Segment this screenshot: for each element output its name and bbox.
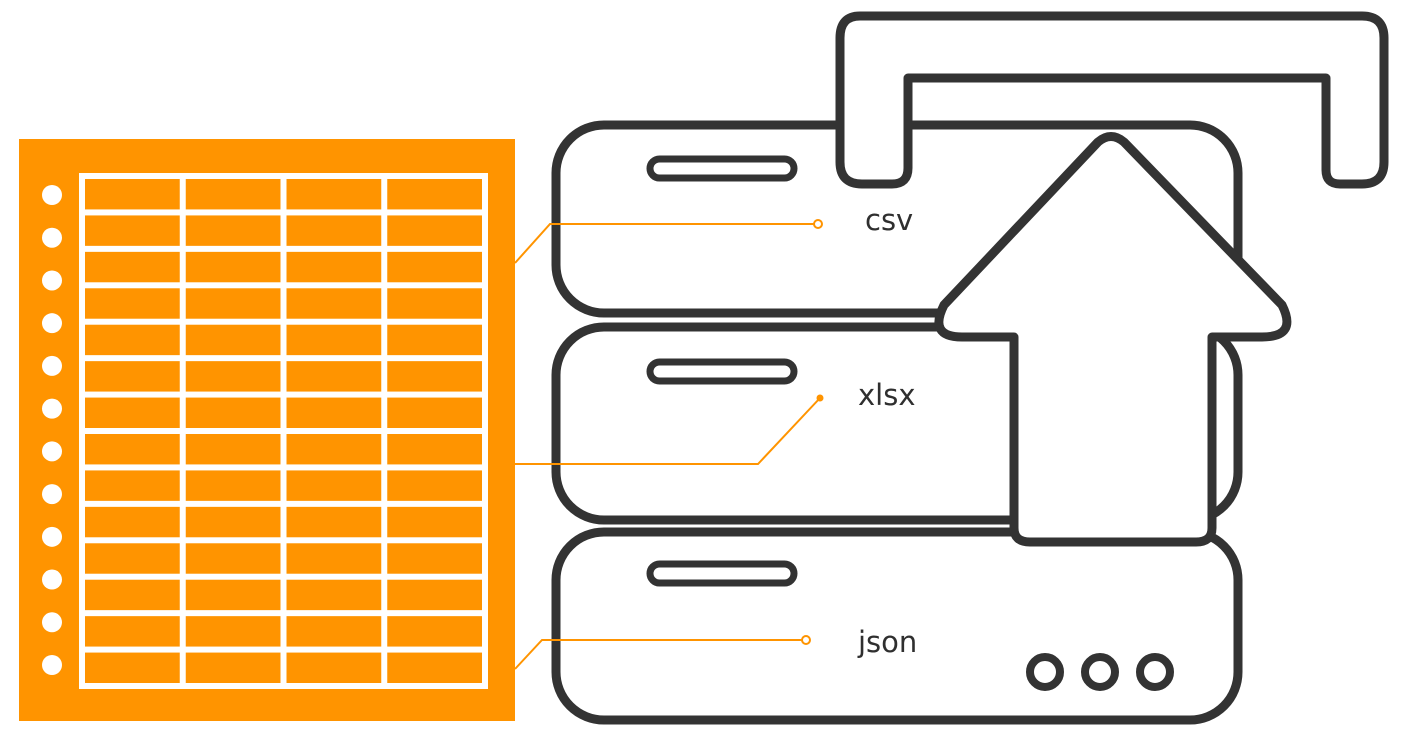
drive-slot-icon bbox=[646, 358, 798, 385]
binding-hole bbox=[42, 484, 62, 505]
spreadsheet-cell bbox=[286, 288, 382, 319]
spreadsheet-cell bbox=[387, 434, 482, 465]
status-light-icon bbox=[1081, 653, 1119, 691]
server-unit-json bbox=[551, 527, 1243, 725]
binding-hole bbox=[42, 185, 62, 205]
spreadsheet-cell bbox=[85, 215, 180, 246]
spreadsheet-cell bbox=[185, 543, 281, 574]
spreadsheet-cell bbox=[185, 179, 281, 210]
status-light-icon bbox=[1026, 653, 1064, 691]
spreadsheet-cell bbox=[387, 179, 482, 210]
spreadsheet-cell bbox=[286, 652, 382, 683]
spreadsheet-cell bbox=[85, 506, 180, 538]
spreadsheet-cell bbox=[387, 288, 482, 319]
format-label-csv: csv bbox=[865, 203, 913, 237]
spreadsheet-cell bbox=[85, 652, 180, 683]
drive-slot-icon bbox=[646, 155, 798, 182]
spreadsheet-cell bbox=[85, 434, 180, 465]
binding-hole bbox=[42, 227, 62, 248]
binding-hole bbox=[42, 355, 62, 376]
binding-hole bbox=[42, 398, 62, 419]
spreadsheet-cell bbox=[387, 251, 482, 283]
spreadsheet-icon bbox=[19, 139, 515, 721]
binding-hole bbox=[42, 270, 62, 291]
spreadsheet-cell bbox=[286, 215, 382, 246]
spreadsheet-cell bbox=[286, 361, 382, 392]
spreadsheet-cell bbox=[185, 288, 281, 319]
spreadsheet-cell bbox=[185, 616, 281, 647]
spreadsheet-cell bbox=[185, 251, 281, 283]
connector-end-dot bbox=[816, 394, 824, 402]
spreadsheet-cell bbox=[387, 470, 482, 501]
binding-holes bbox=[42, 185, 62, 675]
spreadsheet-cell bbox=[286, 470, 382, 501]
spreadsheet-cell bbox=[286, 324, 382, 356]
spreadsheet-cell bbox=[286, 179, 382, 210]
spreadsheet-cell bbox=[85, 397, 180, 428]
spreadsheet-cell bbox=[185, 434, 281, 465]
binding-hole bbox=[42, 441, 62, 462]
spreadsheet-cell bbox=[387, 397, 482, 428]
spreadsheet-cell bbox=[185, 579, 281, 611]
spreadsheet-cell bbox=[185, 324, 281, 356]
upload-arrow-icon bbox=[934, 132, 1292, 547]
spreadsheet-cell bbox=[85, 616, 180, 647]
spreadsheet-cell bbox=[185, 361, 281, 392]
spreadsheet-cell bbox=[185, 215, 281, 246]
spreadsheet-cell bbox=[387, 215, 482, 246]
spreadsheet-cell bbox=[85, 251, 180, 283]
format-label-json: json bbox=[857, 625, 917, 659]
spreadsheet-cell bbox=[286, 397, 382, 428]
binding-hole bbox=[42, 526, 62, 547]
spreadsheet-cell bbox=[85, 361, 180, 392]
spreadsheet-cell bbox=[286, 579, 382, 611]
spreadsheet-cell bbox=[185, 470, 281, 501]
connectors bbox=[514, 219, 824, 670]
connector-csv bbox=[514, 223, 818, 264]
spreadsheet-cell bbox=[85, 288, 180, 319]
spreadsheet-frame bbox=[79, 173, 488, 689]
spreadsheet-cell bbox=[286, 543, 382, 574]
binding-hole bbox=[42, 655, 62, 675]
connector-end-dot bbox=[801, 635, 811, 645]
server-stack bbox=[551, 11, 1389, 725]
spreadsheet-cell bbox=[85, 324, 180, 356]
spreadsheet-cell bbox=[387, 579, 482, 611]
spreadsheet-cell bbox=[185, 652, 281, 683]
status-light-icon bbox=[1136, 653, 1174, 691]
drive-slot-icon bbox=[646, 560, 798, 587]
connector-end-dot bbox=[813, 219, 823, 229]
spreadsheet-cell bbox=[85, 470, 180, 501]
spreadsheet-cell bbox=[286, 616, 382, 647]
binding-hole bbox=[42, 313, 62, 334]
handle-icon bbox=[835, 11, 1389, 189]
connector-json bbox=[514, 639, 806, 670]
binding-hole bbox=[42, 612, 62, 633]
spreadsheet-cell bbox=[85, 579, 180, 611]
spreadsheet-cell bbox=[286, 434, 382, 465]
connector-xlsx bbox=[515, 397, 821, 465]
spreadsheet-cell bbox=[387, 652, 482, 683]
spreadsheet-cell bbox=[286, 251, 382, 283]
spreadsheet-grid bbox=[79, 173, 488, 689]
spreadsheet-cell bbox=[387, 324, 482, 356]
spreadsheet-cell bbox=[185, 506, 281, 538]
format-label-xlsx: xlsx bbox=[858, 378, 916, 412]
spreadsheet-cell bbox=[387, 543, 482, 574]
binding-hole bbox=[42, 569, 62, 590]
spreadsheet-cell bbox=[185, 397, 281, 428]
spreadsheet-cell bbox=[387, 506, 482, 538]
spreadsheet-cell bbox=[85, 179, 180, 210]
spreadsheet-cell bbox=[387, 616, 482, 647]
spreadsheet-cell bbox=[85, 543, 180, 574]
spreadsheet-cell bbox=[286, 506, 382, 538]
spreadsheet-cell bbox=[387, 361, 482, 392]
